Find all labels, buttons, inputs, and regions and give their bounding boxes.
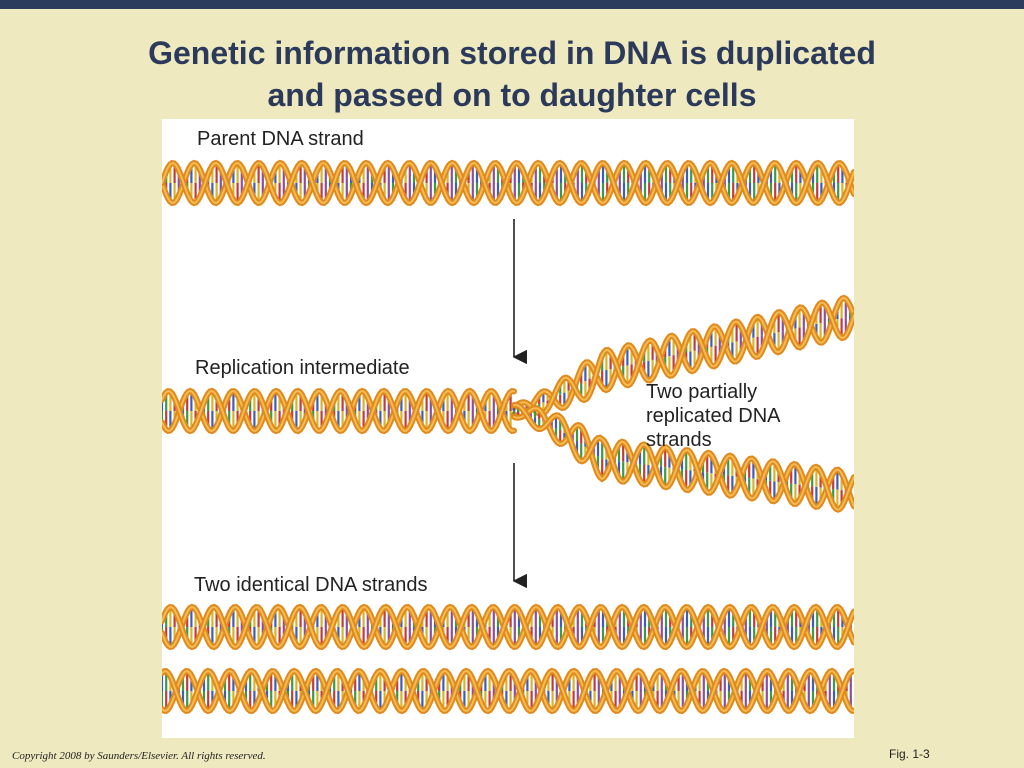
title-line-2: and passed on to daughter cells bbox=[267, 77, 757, 113]
copyright-notice: Copyright 2008 by Saunders/Elsevier. All… bbox=[12, 750, 266, 762]
dna-helix-drawing bbox=[162, 159, 854, 715]
upper-partially-replicated-helix bbox=[511, 294, 854, 421]
title-line-1: Genetic information stored in DNA is dup… bbox=[148, 35, 876, 71]
label-parent-dna-strand: Parent DNA strand bbox=[197, 128, 364, 150]
daughter-helix-2 bbox=[162, 667, 854, 715]
label-partial-line-1: Two partially bbox=[646, 381, 758, 403]
lower-partially-replicated-helix bbox=[511, 401, 854, 513]
label-replication-intermediate: Replication intermediate bbox=[195, 357, 410, 379]
parent-dna-helix bbox=[162, 159, 854, 207]
intermediate-unreplicated-helix bbox=[162, 387, 517, 435]
label-two-partially-replicated: Two partially replicated DNA strands bbox=[646, 380, 781, 452]
top-bar bbox=[0, 0, 1024, 9]
figure-reference: Fig. 1-3 bbox=[889, 747, 930, 761]
daughter-helix-1 bbox=[162, 603, 854, 651]
dna-replication-figure: Parent DNA strand Replication intermedia… bbox=[162, 119, 854, 738]
label-partial-line-3: strands bbox=[646, 429, 712, 451]
label-two-identical-dna-strands: Two identical DNA strands bbox=[194, 574, 428, 596]
label-partial-line-2: replicated DNA bbox=[646, 405, 781, 427]
slide-title: Genetic information stored in DNA is dup… bbox=[0, 32, 1024, 116]
